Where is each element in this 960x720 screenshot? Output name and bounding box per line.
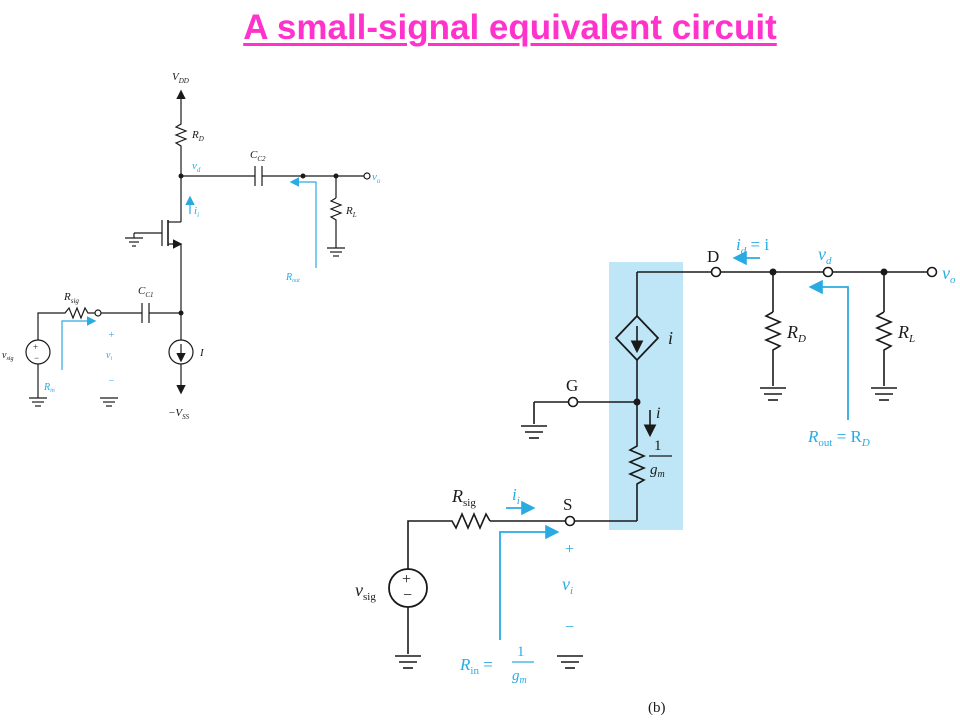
ground-rd-b <box>760 387 786 401</box>
dep-source-label: i <box>668 328 673 348</box>
svg-text:−: − <box>34 353 39 363</box>
node-g-terminal <box>567 396 579 408</box>
i-arrow-label: i <box>656 405 660 422</box>
svg-text:gm: gm <box>650 462 665 480</box>
slide-title: A small-signal equivalent circuit <box>243 8 777 47</box>
inv-gm-label: 1 gm <box>649 438 672 480</box>
vi-label-b: vi <box>562 574 573 597</box>
rl-resistor-b <box>874 311 894 386</box>
ground-rl-a <box>327 247 345 257</box>
rin-arrow-a <box>61 316 97 370</box>
node-s-terminal <box>564 515 576 527</box>
transistor-shaded-region <box>609 262 683 530</box>
svg-text:+: + <box>33 342 38 352</box>
rin-arrow-b <box>499 524 560 640</box>
vi-minus-a: − <box>108 376 115 387</box>
vd-label-b: vd <box>818 244 832 267</box>
vsig-label-b: vsig <box>355 580 376 603</box>
mosfet-a <box>134 220 183 249</box>
vi-minus-b: − <box>564 619 575 636</box>
caption-b: (b) <box>648 700 666 716</box>
input-terminal-a <box>94 309 102 317</box>
rl-resistor-a <box>329 197 343 248</box>
rsig-label-b: Rsig <box>451 486 476 509</box>
ground-vsig-a <box>29 397 47 407</box>
rd-resistor <box>174 120 188 150</box>
rin-label-a: Rin <box>43 382 55 394</box>
svg-text:gm: gm <box>512 668 527 686</box>
rd-resistor-b <box>763 311 783 386</box>
node-d-label: D <box>707 247 719 266</box>
vdd-label: VDD <box>172 71 189 85</box>
svg-text:1: 1 <box>654 438 662 454</box>
rd-label: RD <box>191 129 204 143</box>
ground-vi-b <box>557 655 583 669</box>
cc2-label: CC2 <box>250 149 266 163</box>
rout-arrow-b <box>808 279 849 420</box>
rout-arrow-a <box>289 177 317 268</box>
i-source-label: I <box>199 347 205 359</box>
vo-label-a: vo <box>372 171 381 185</box>
ground-vsig-b <box>395 655 421 669</box>
ground-gate-a <box>125 233 143 247</box>
rsig-label-a: Rsig <box>63 291 79 305</box>
node-s-label: S <box>563 495 572 514</box>
circuit-b: D vo id = i vd RD RL Rout = RD i <box>355 235 956 716</box>
rsig-resistor-b <box>407 511 491 570</box>
node-d-terminal <box>710 266 722 278</box>
vd-label-a: vd <box>192 160 201 174</box>
ground-vi-a <box>100 397 118 407</box>
vss-label: −VSS <box>168 407 190 421</box>
cc1-label: CC1 <box>138 285 154 299</box>
svg-text:−: − <box>403 587 412 604</box>
id-label: id = i <box>736 235 769 257</box>
vi-plus-b: + <box>564 541 575 558</box>
rsig-resistor-a <box>37 306 95 340</box>
vi-plus-a: + <box>108 330 115 341</box>
ii-label-a: ii <box>194 205 199 219</box>
rl-label-b: RL <box>897 322 915 345</box>
rout-label-b: Rout = RD <box>807 427 870 449</box>
inv-gm-resistor <box>627 430 647 521</box>
ground-gate-b <box>521 425 547 439</box>
rin-label-b: Rin = 1 gm <box>459 644 534 686</box>
vo-terminal-b <box>926 266 938 278</box>
vd-terminal-b <box>822 266 834 278</box>
rl-label-a: RL <box>345 205 357 219</box>
circuit-a: VDD RD vd CC2 vo RL Rout ii <box>2 71 381 421</box>
node-g-label: G <box>566 376 578 395</box>
rout-label-a: Rout <box>285 272 300 284</box>
ground-rl-b <box>871 387 897 401</box>
vi-label-a: vi <box>106 350 112 362</box>
ii-label-b: ii <box>512 485 520 507</box>
svg-text:Rin =: Rin = <box>459 655 493 677</box>
svg-text:+: + <box>402 571 411 588</box>
vo-label-b: vo <box>942 263 956 286</box>
rd-label-b: RD <box>786 322 806 345</box>
vsig-label-a: vsig <box>2 350 13 362</box>
vo-terminal-a <box>363 172 371 180</box>
svg-text:1: 1 <box>517 644 525 660</box>
